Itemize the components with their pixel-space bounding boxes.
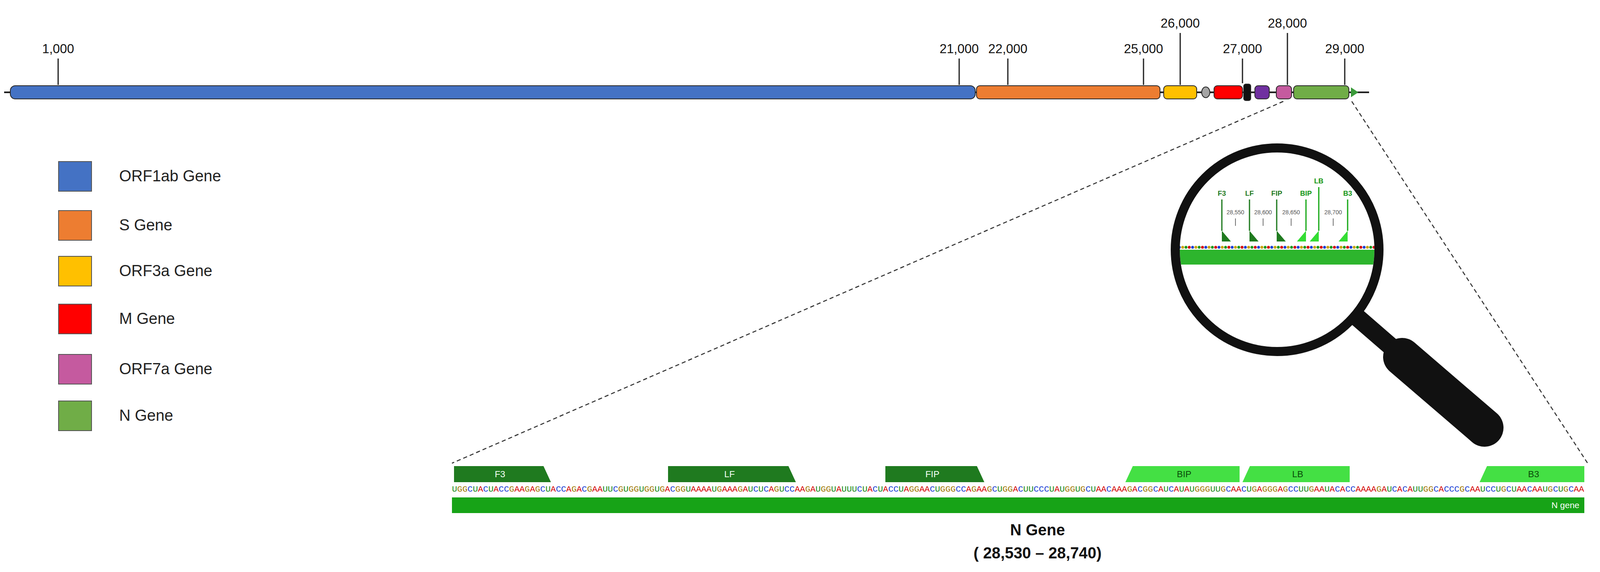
gene-name: N gene xyxy=(1551,500,1580,511)
primer-name: LF xyxy=(724,469,735,480)
primer-fill xyxy=(454,466,551,483)
primer-name: LB xyxy=(1292,469,1304,480)
primer-arrow: F3 xyxy=(454,466,551,483)
primer-fill xyxy=(1125,466,1240,483)
e-segment xyxy=(1201,87,1210,98)
lens-handle xyxy=(1402,357,1485,429)
primer-arrow: B3 xyxy=(1479,466,1585,483)
legend-swatch xyxy=(58,400,92,432)
legend-row: ORF7a Gene xyxy=(58,354,213,385)
zoom-title: N Gene xyxy=(1009,521,1065,540)
axis-tick-label: 29,000 xyxy=(1325,41,1365,57)
axis-tick-label: 1,000 xyxy=(42,41,75,57)
legend-swatch xyxy=(58,354,92,385)
orf3a-segment xyxy=(1163,85,1197,99)
axis-tick-label: 21,000 xyxy=(939,41,979,57)
legend-text: ORF1ab Gene xyxy=(119,167,222,186)
s-segment xyxy=(976,85,1160,99)
orf1ab-segment xyxy=(10,85,976,99)
lens-primer-label: F3 xyxy=(1217,189,1226,198)
primer-name: FIP xyxy=(925,469,940,480)
axis-tick-label: 25,000 xyxy=(1124,41,1164,57)
legend-text: M Gene xyxy=(119,310,175,329)
lens-coordinate-label: 28,700 xyxy=(1324,209,1343,216)
primer-fill xyxy=(451,497,1585,514)
primer-arrow: BIP xyxy=(1125,466,1240,483)
primer-shape xyxy=(451,497,1585,514)
legend-row: ORF3a Gene xyxy=(58,256,213,287)
zoom-range: ( 28,530 – 28,740) xyxy=(973,544,1102,563)
legend-row: N Gene xyxy=(58,400,174,432)
axis-tick-label: 27,000 xyxy=(1223,41,1263,57)
zoom-line xyxy=(451,101,1284,464)
legend-swatch xyxy=(58,303,92,335)
axis-tick-label: 22,000 xyxy=(988,41,1028,57)
orf6-segment xyxy=(1243,84,1251,101)
legend-text: S Gene xyxy=(119,216,173,235)
zoom-line xyxy=(1351,101,1588,464)
legend-text: ORF7a Gene xyxy=(119,360,213,379)
legend-row: ORF1ab Gene xyxy=(58,161,222,192)
legend-row: S Gene xyxy=(58,210,173,241)
primer-fill xyxy=(1242,466,1350,483)
lens-primer-label: BIP xyxy=(1300,189,1312,198)
lens-primer-label: FIP xyxy=(1271,189,1283,198)
sequence-text: UGGCUACUACCGAAGAGCUACCAGACGAAUUCGUGGUGGU… xyxy=(451,484,1584,495)
primer-name: BIP xyxy=(1176,469,1192,480)
axis-ticks xyxy=(58,32,1345,85)
orf10-arrow xyxy=(1350,87,1359,98)
legend-swatch xyxy=(58,210,92,241)
primer-fill xyxy=(885,466,985,483)
lens-primer-label: B3 xyxy=(1343,189,1353,198)
orf7-segment xyxy=(1254,85,1270,99)
axis-tick-label: 28,000 xyxy=(1268,16,1308,31)
lens-primer-label: LF xyxy=(1245,189,1255,198)
axis-tick-label: 26,000 xyxy=(1160,16,1200,31)
gene-bar: N gene xyxy=(451,497,1585,514)
legend-text: ORF3a Gene xyxy=(119,262,213,281)
m-segment xyxy=(1214,85,1243,99)
n-segment xyxy=(1293,85,1349,99)
primer-fill xyxy=(1479,466,1585,483)
primer-arrow: FIP xyxy=(885,466,985,483)
primer-name: B3 xyxy=(1528,469,1540,480)
lens-rim xyxy=(1175,148,1379,352)
lens-contents xyxy=(1175,187,1382,265)
legend-text: N Gene xyxy=(119,407,174,426)
primer-fill xyxy=(668,466,796,483)
primer-arrow: LF xyxy=(668,466,796,483)
orf7a-segment xyxy=(1276,85,1292,99)
legend-swatch xyxy=(58,161,92,192)
lens-coordinate-label: 28,600 xyxy=(1254,209,1273,216)
primer-arrow: LB xyxy=(1242,466,1350,483)
legend-swatch xyxy=(58,256,92,287)
lens-coordinate-label: 28,650 xyxy=(1282,209,1301,216)
lens-primer-label: LB xyxy=(1314,177,1324,186)
legend-row: M Gene xyxy=(58,303,175,335)
primer-name: F3 xyxy=(494,469,506,480)
lens-coordinate-label: 28,550 xyxy=(1226,209,1245,216)
